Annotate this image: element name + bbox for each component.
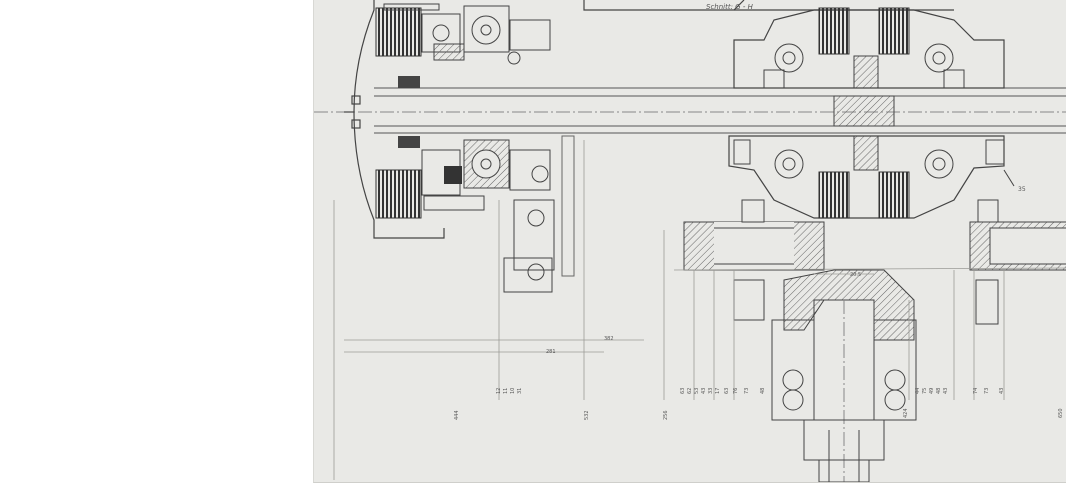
bottom-label: 62 [687,388,693,394]
bottom-label: 424 [903,408,909,418]
bottom-label: 75 [922,388,928,394]
left-upper-clutch [375,3,551,88]
bottom-label: 53 [694,388,700,394]
bottom-label: 10 [510,388,516,394]
bottom-label: 48 [936,388,942,394]
bottom-label: 43 [943,388,949,394]
bottom-label: 31 [517,388,523,394]
main-shaft [314,87,1066,134]
bottom-label: 48 [760,388,766,394]
bottom-label: 444 [454,410,460,420]
bottom-label: 76 [733,388,739,394]
bottom-label: 532 [584,410,590,420]
output-shaft-left [683,199,825,321]
bottom-label: 17 [715,388,721,394]
dimension-281: 281 [546,349,556,355]
bottom-label: 73 [744,388,750,394]
dimension-382: 382 [604,336,614,342]
output-shaft-right [969,199,1066,325]
bottom-label: 49 [929,388,935,394]
dimension-lines [333,140,1066,480]
bottom-label: 63 [724,388,730,394]
right-lower-clutch [728,135,1015,219]
bottom-label: 12 [496,388,502,394]
bottom-label: 74 [973,388,979,394]
left-lower-clutch [375,135,575,293]
part-callout: 35 [1018,186,1026,193]
dimension-small: 20.5 [850,272,861,278]
bottom-label: 44 [915,388,921,394]
bottom-label: 650 [1058,408,1064,418]
bevel-gear-assembly [771,269,917,482]
bottom-label: 43 [701,388,707,394]
housing-outline [344,0,954,239]
technical-drawing: Schnitt: G - H 35 20.5 281 382 444 12 11… [314,0,1066,482]
bottom-label: 33 [708,388,714,394]
bottom-label: 73 [984,388,990,394]
bottom-label: 63 [680,388,686,394]
right-upper-clutch [733,7,1005,127]
drawing-sheet: Schnitt: G - H 35 20.5 281 382 444 12 11… [313,0,1066,483]
bottom-labels: 444 12 11 10 31 532 256 63 62 53 43 33 1… [454,388,1064,420]
section-title: Schnitt: G - H [706,3,754,11]
bottom-label: 11 [503,388,509,394]
bottom-label: 256 [663,410,669,420]
bottom-label: 43 [999,388,1005,394]
